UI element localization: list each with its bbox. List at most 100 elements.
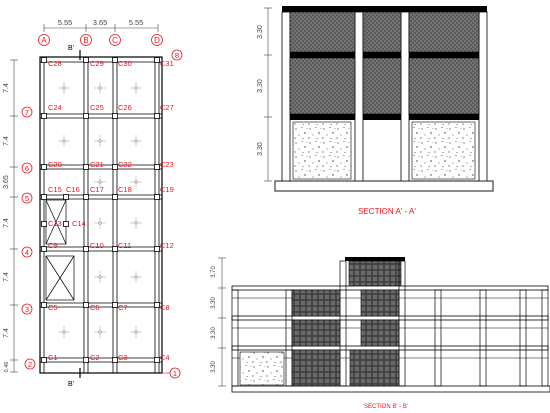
column-label: C29 [90, 59, 104, 68]
column-label: C25 [90, 103, 104, 112]
section-a-title: SECTION A' - A' [358, 207, 416, 216]
column-label: C15 [48, 185, 62, 194]
section-b-title: SECTION B' - B' [364, 404, 408, 410]
section-a-dim-2: 3.30 [257, 79, 264, 93]
slab-cross-mark [130, 135, 142, 147]
row-bubble-1: 1 [169, 367, 181, 379]
column-label: C11 [118, 241, 131, 250]
section-b-dim-1: 3.70 [211, 266, 217, 278]
section-b-ground [231, 385, 550, 393]
column-label: C8 [160, 303, 170, 312]
section-b-dim-4: 3.30 [211, 361, 217, 373]
grid-bubble-right: 8 [171, 49, 183, 61]
grid-bubble-a: A [38, 34, 50, 46]
plan-vertical-lines [43, 57, 160, 373]
row-dimension-line [10, 59, 18, 373]
row-bubble-6: 6 [21, 162, 33, 174]
row-number-7: 7 [25, 108, 29, 117]
column-label: C16 [66, 185, 80, 194]
column-marker [154, 113, 160, 119]
row-number-3: 3 [25, 305, 29, 314]
slab-cross-mark [94, 271, 106, 283]
row-bubble-3: 3 [21, 303, 33, 315]
column-label: C3 [118, 353, 128, 362]
span-dim-3: 5.55 [129, 18, 144, 27]
row-bubble-4: 4 [21, 246, 33, 258]
section-a-slab-1 [282, 114, 487, 120]
section-b-penthouse-roof [345, 257, 405, 261]
slab-cross-mark [58, 326, 70, 338]
section-b-columns [231, 260, 549, 387]
column-label: C6 [90, 303, 100, 312]
row-dim-1: 7.4 [3, 83, 10, 93]
section-a-wall-panels [289, 11, 480, 115]
slab-cross-mark [94, 176, 106, 188]
row-bubble-7: 7 [21, 106, 33, 118]
grid-bubble-d: D [151, 34, 163, 46]
section-mark-top: B' [68, 45, 74, 52]
row-dim-3: 3.65 [3, 175, 10, 189]
grid-letter-d: D [154, 36, 160, 45]
column-marker [63, 221, 69, 227]
column-label: C27 [160, 103, 174, 112]
column-marker [83, 113, 89, 119]
column-label: C30 [118, 59, 132, 68]
column-label: C17 [90, 185, 104, 194]
column-label: C24 [48, 103, 62, 112]
grid-bubble-c: C [109, 34, 121, 46]
span-dim-2: 3.65 [93, 18, 108, 27]
slab-cross-mark [58, 82, 70, 94]
column-marker [112, 302, 118, 308]
column-marker [154, 246, 160, 252]
span-dimension-line [43, 24, 159, 32]
column-marker [154, 194, 160, 200]
column-label: C9 [48, 241, 58, 250]
slab-cross-mark [130, 82, 142, 94]
section-a-ground [274, 180, 494, 192]
span-dim-1: 5.55 [58, 18, 73, 27]
row-bubble-2: 2 [24, 358, 36, 370]
column-label: C5 [48, 303, 58, 312]
row-number-5: 5 [25, 194, 29, 203]
column-marker [41, 164, 47, 170]
column-label: C26 [118, 103, 132, 112]
column-label: C20 [48, 160, 62, 169]
column-marker [83, 357, 89, 363]
column-marker [112, 164, 118, 170]
column-marker [83, 57, 89, 63]
slab-cross-mark [94, 217, 106, 229]
column-marker [41, 194, 47, 200]
row-dim-5: 7.4 [3, 272, 10, 282]
column-marker [154, 357, 160, 363]
slab-markers [58, 82, 142, 338]
slab-cross-mark [130, 271, 142, 283]
stair-opening [45, 199, 75, 301]
slab-cross-mark [130, 217, 142, 229]
row-number-6: 6 [25, 164, 29, 173]
grid-letter-a: A [41, 36, 47, 45]
section-b-dim-3: 3.30 [211, 327, 217, 339]
column-marker [83, 302, 89, 308]
section-a-roof-slab [282, 6, 487, 12]
row-dim-6: 7.4 [3, 328, 10, 338]
column-marker [83, 164, 89, 170]
slab-cross-mark [94, 326, 106, 338]
section-a-dim-3: 3.30 [257, 142, 264, 156]
slab-cross-mark [94, 82, 106, 94]
column-marker [112, 194, 118, 200]
column-marker [41, 113, 47, 119]
column-label: C21 [90, 160, 104, 169]
section-a: 3.30 3.30 3.30 SECTION A' - A' [257, 6, 494, 216]
section-b-penthouse-wall [348, 260, 402, 287]
column-marker [83, 194, 89, 200]
grid-number-8: 8 [175, 51, 179, 60]
slab-cross-mark [94, 135, 106, 147]
column-marker [83, 246, 89, 252]
column-label: C2 [90, 353, 100, 362]
row-number-1: 1 [173, 369, 177, 378]
column-marker [41, 357, 47, 363]
section-b-dim-2: 3.30 [211, 297, 217, 309]
column-marker [154, 302, 160, 308]
